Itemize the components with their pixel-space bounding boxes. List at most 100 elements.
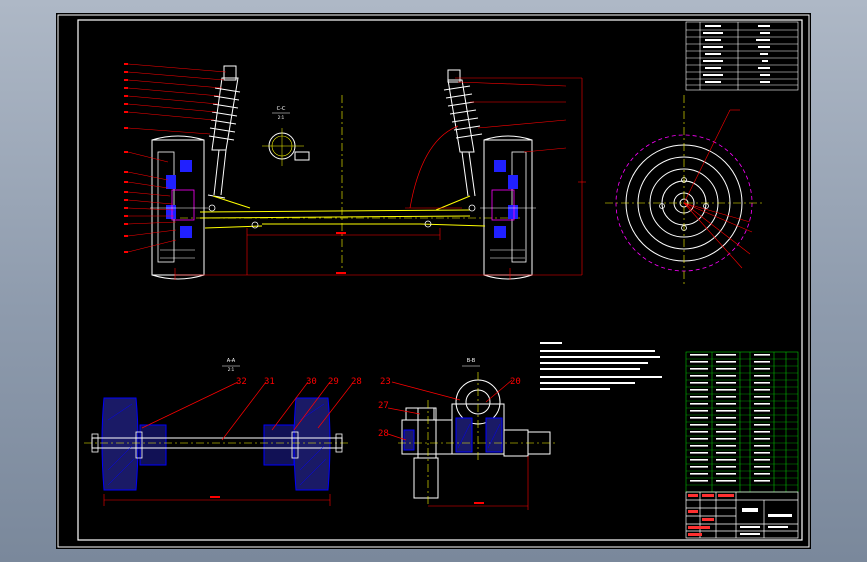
bom-cell-mark — [716, 431, 736, 433]
bom-cell-mark — [716, 354, 736, 356]
bom-cell-mark — [716, 473, 736, 475]
section-c-c-title: C-C — [277, 106, 286, 112]
bom-cell-mark — [690, 459, 708, 461]
callout-28-a: 28 — [351, 377, 362, 387]
bom-cell-mark — [754, 396, 770, 398]
bom-cell-mark — [716, 417, 736, 419]
bom-cell-mark — [690, 431, 708, 433]
bom-cell-mark — [690, 452, 708, 454]
bom-cell-mark — [754, 375, 770, 377]
bom-cell-mark — [716, 410, 736, 412]
right-strut — [447, 79, 476, 197]
bom-cell-mark — [754, 368, 770, 370]
bom-cell-mark — [716, 375, 736, 377]
bom-cell-mark — [754, 382, 770, 384]
bom-cell-mark — [754, 438, 770, 440]
bom-cell-mark — [754, 389, 770, 391]
bom-cell-mark — [716, 452, 736, 454]
left-leaders — [127, 63, 227, 253]
callout-28: 28 — [378, 429, 389, 439]
bom-cell-mark — [690, 473, 708, 475]
callout-30: 30 — [306, 377, 317, 387]
bom-cell-mark — [690, 480, 708, 482]
bom-cell-mark — [716, 459, 736, 461]
title-block — [685, 491, 799, 539]
title-block-red-marks — [688, 494, 734, 536]
bom-cell-mark — [690, 375, 708, 377]
callout-29: 29 — [328, 377, 339, 387]
section-a-a-callouts: 32 31 30 29 28 — [236, 377, 362, 387]
drawing-sheet — [56, 13, 811, 549]
spring-icon — [208, 87, 241, 141]
title-block-white-marks — [740, 508, 792, 535]
right-spring — [443, 85, 483, 139]
bom-cell-mark — [690, 361, 708, 363]
wheel-icon — [605, 95, 764, 285]
bom-cell-mark — [690, 382, 708, 384]
main-centerlines — [180, 95, 520, 270]
callout-23: 23 — [380, 377, 391, 387]
bom-cell-mark — [690, 417, 708, 419]
bom-cell-mark — [754, 410, 770, 412]
bom-cell-mark — [690, 445, 708, 447]
bom-cell-mark — [690, 410, 708, 412]
callout-32: 32 — [236, 377, 247, 387]
left-strut — [207, 77, 239, 199]
outer-frame — [57, 14, 810, 548]
section-a-a: A-A 2:1 — [84, 358, 350, 506]
bom-cell-mark — [690, 424, 708, 426]
inner-frame — [77, 19, 803, 541]
bom-cell-mark — [690, 438, 708, 440]
section-a-a-scale: 2:1 — [228, 367, 235, 372]
bom-cell-mark — [690, 396, 708, 398]
bom-cell-mark — [690, 354, 708, 356]
bom-rows — [686, 358, 798, 486]
section-b-b-leaders — [387, 379, 513, 441]
bom-text-marks — [690, 354, 770, 482]
section-b-b-callouts: 23 20 27 28 — [378, 377, 521, 439]
bom-cell-mark — [754, 431, 770, 433]
section-b-b: B-B — [398, 358, 555, 510]
bom-cell-mark — [754, 466, 770, 468]
bom-cell-mark — [716, 438, 736, 440]
section-a-a-leaders — [141, 381, 353, 441]
bom-cell-mark — [690, 466, 708, 468]
bom-cell-mark — [754, 452, 770, 454]
main-dimensions — [174, 77, 586, 280]
wheel-dim-leaders — [683, 109, 753, 269]
right-leaders — [457, 81, 567, 153]
bom-cell-mark — [754, 417, 770, 419]
section-b-b-title: B-B — [467, 358, 476, 364]
bom-cell-mark — [754, 480, 770, 482]
camber-angle-arc — [409, 125, 459, 209]
bom-cell-mark — [716, 382, 736, 384]
bom-cell-mark — [754, 424, 770, 426]
bom-cell-mark — [754, 459, 770, 461]
section-a-a-title: A-A — [227, 358, 236, 364]
bom-cell-mark — [716, 389, 736, 391]
bom-cell-mark — [754, 473, 770, 475]
bom-cell-mark — [716, 361, 736, 363]
bom-cell-mark — [754, 445, 770, 447]
callout-31: 31 — [264, 377, 275, 387]
control-arms — [199, 195, 486, 229]
bom-cell-mark — [690, 403, 708, 405]
section-c-c: C-C 2:1 — [262, 106, 310, 166]
technical-notes — [540, 342, 662, 390]
bom-cell-mark — [754, 403, 770, 405]
bom-cell-mark — [716, 403, 736, 405]
bom-cell-mark — [716, 368, 736, 370]
bom-cell-mark — [716, 424, 736, 426]
bom-cell-mark — [690, 389, 708, 391]
spec-table — [685, 21, 799, 91]
bom-cell-mark — [716, 466, 736, 468]
right-wheel-assembly — [480, 135, 536, 280]
bom-cell-mark — [716, 480, 736, 482]
left-leader-numbers — [124, 63, 128, 253]
callout-20: 20 — [510, 377, 521, 387]
bom-cell-mark — [716, 445, 736, 447]
section-c-c-scale: 2:1 — [278, 115, 285, 120]
bom-cell-mark — [716, 396, 736, 398]
bom-cell-mark — [754, 361, 770, 363]
